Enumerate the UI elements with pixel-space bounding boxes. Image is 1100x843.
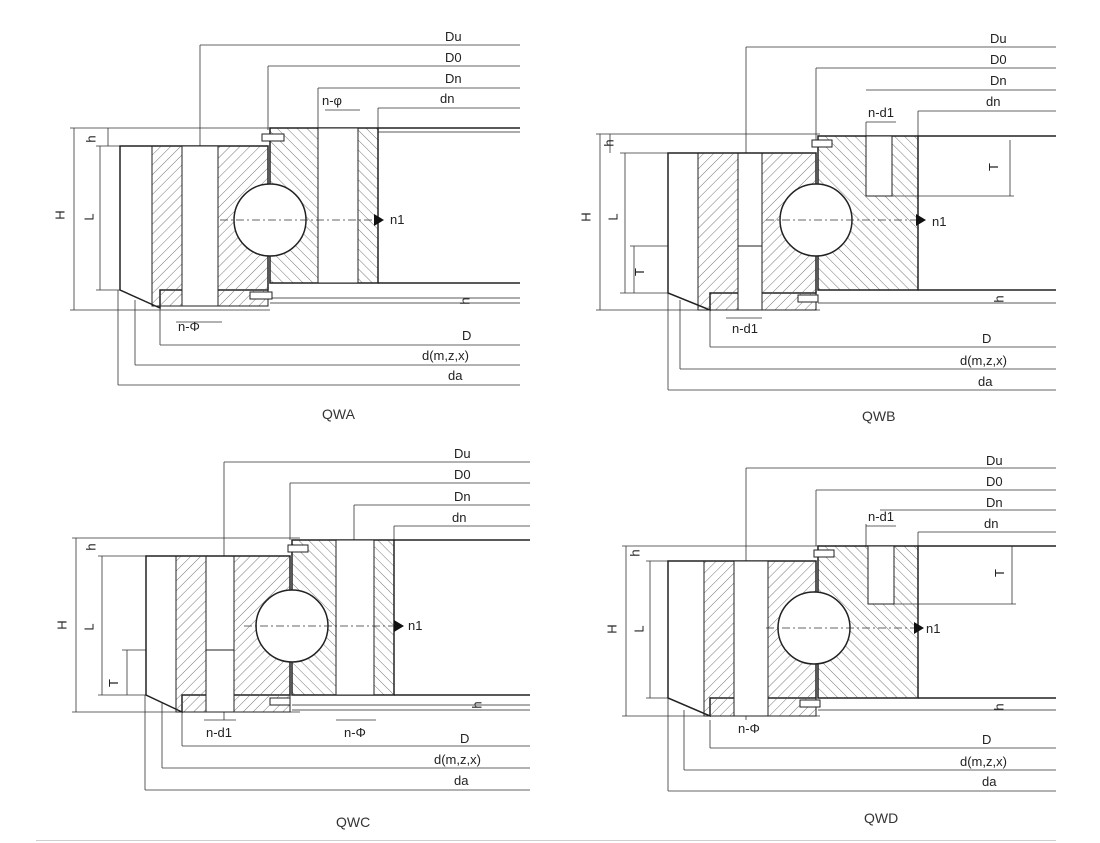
qwc-label-du: Du [454,446,471,461]
qwa-label-dmzx: d(m,z,x) [422,348,469,363]
qwa-label-du: Du [445,29,462,44]
qwa-label-da: da [448,368,463,383]
qwd-label-h-total: H [604,624,620,634]
qwb-caption: QWB [862,408,896,424]
qwd-label-n1: n1 [926,621,941,636]
qwd-label-t: T [991,569,1007,577]
qwd-label-d0: D0 [986,474,1003,489]
qwa-label-h-top: h [83,135,99,143]
qwa-label-gap-h: h [457,297,473,305]
qwc-label-gap-h: h [469,701,485,709]
qwd-label-gap-h: h [991,703,1007,711]
qwc-label-l: L [81,623,97,631]
qwd-label-h-top: h [627,549,643,557]
qwd-label-du: Du [986,453,1003,468]
qwc-label-h-top: h [83,543,99,551]
qwc-label-lower-hole-2: n-Φ [344,725,366,740]
qwd-label-da: da [982,774,997,789]
qwc-label-h-total: H [54,620,70,630]
qwc-label-dmzx: d(m,z,x) [434,752,481,767]
qwc-label-da: da [454,773,469,788]
qwb-label-d0: D0 [990,52,1007,67]
qwb-label-dn-upper: Dn [990,73,1007,88]
qwc-label-d0: D0 [454,467,471,482]
qwb-label-du: Du [990,31,1007,46]
qwc-caption: QWC [336,814,371,830]
qwc-label-d: D [460,731,470,746]
diagram-qwa: Du D0 Dn dn n-φ n-Φ H L h h n1 D d(m,z,x… [0,0,550,430]
qwd-label-upper-hole: n-d1 [868,509,895,524]
qwc-label-n1: n1 [408,618,423,633]
qwa-label-d: D [462,328,472,343]
qwa-label-dn-upper: Dn [445,71,462,86]
qwa-label-lower-hole: n-Φ [178,319,200,334]
qwb-label-upper-hole: n-d1 [868,105,895,120]
qwa-label-n1: n1 [390,212,405,227]
qwd-drawing [622,467,1056,792]
qwb-label-h-top: h [601,139,617,147]
qwc-label-dn-lower: dn [452,510,467,525]
qwd-label-dn-upper: Dn [986,495,1003,510]
qwc-drawing [72,461,530,791]
qwa-label-dn-lower: dn [440,91,455,106]
qwa-label-l: L [81,213,97,221]
qwb-label-n1: n1 [932,214,947,229]
qwc-label-dn-upper: Dn [454,489,471,504]
qwb-label-dmzx: d(m,z,x) [960,353,1007,368]
qwb-label-lower-hole: n-d1 [732,321,759,336]
qwb-label-l: L [605,213,621,221]
qwd-label-dn-lower: dn [984,516,999,531]
diagram-qwb: Du D0 Dn dn n-d1 n-d1 H L T h T h n1 D d… [550,0,1100,430]
qwd-label-lower-hole: n-Φ [738,721,760,736]
qwb-label-h-total: H [578,212,594,222]
qwa-label-h-total: H [52,210,68,220]
diagram-qwc: Du D0 Dn dn n-d1 n-Φ H L T h h n1 D d(m,… [0,430,550,843]
qwa-caption: QWA [322,406,355,422]
qwd-label-dmzx: d(m,z,x) [960,754,1007,769]
qwb-label-t-upper: T [985,163,1001,171]
qwb-label-da: da [978,374,993,389]
qwa-drawing [70,44,520,386]
qwb-label-dn-lower: dn [986,94,1001,109]
qwb-label-gap-h: h [991,295,1007,303]
qwd-label-d: D [982,732,992,747]
diagram-qwd: Du D0 Dn dn n-d1 n-Φ H L h T h n1 D d(m,… [550,430,1100,843]
qwc-label-t: T [105,679,121,687]
qwb-label-d: D [982,331,992,346]
qwc-label-lower-hole: n-d1 [206,725,233,740]
footer-divider [36,840,1056,841]
qwa-label-d0: D0 [445,50,462,65]
qwb-label-t-lower: T [631,268,647,276]
qwd-label-l: L [631,625,647,633]
qwb-drawing [596,46,1056,391]
qwa-label-upper-hole: n-φ [322,93,342,108]
qwd-caption: QWD [864,810,899,826]
